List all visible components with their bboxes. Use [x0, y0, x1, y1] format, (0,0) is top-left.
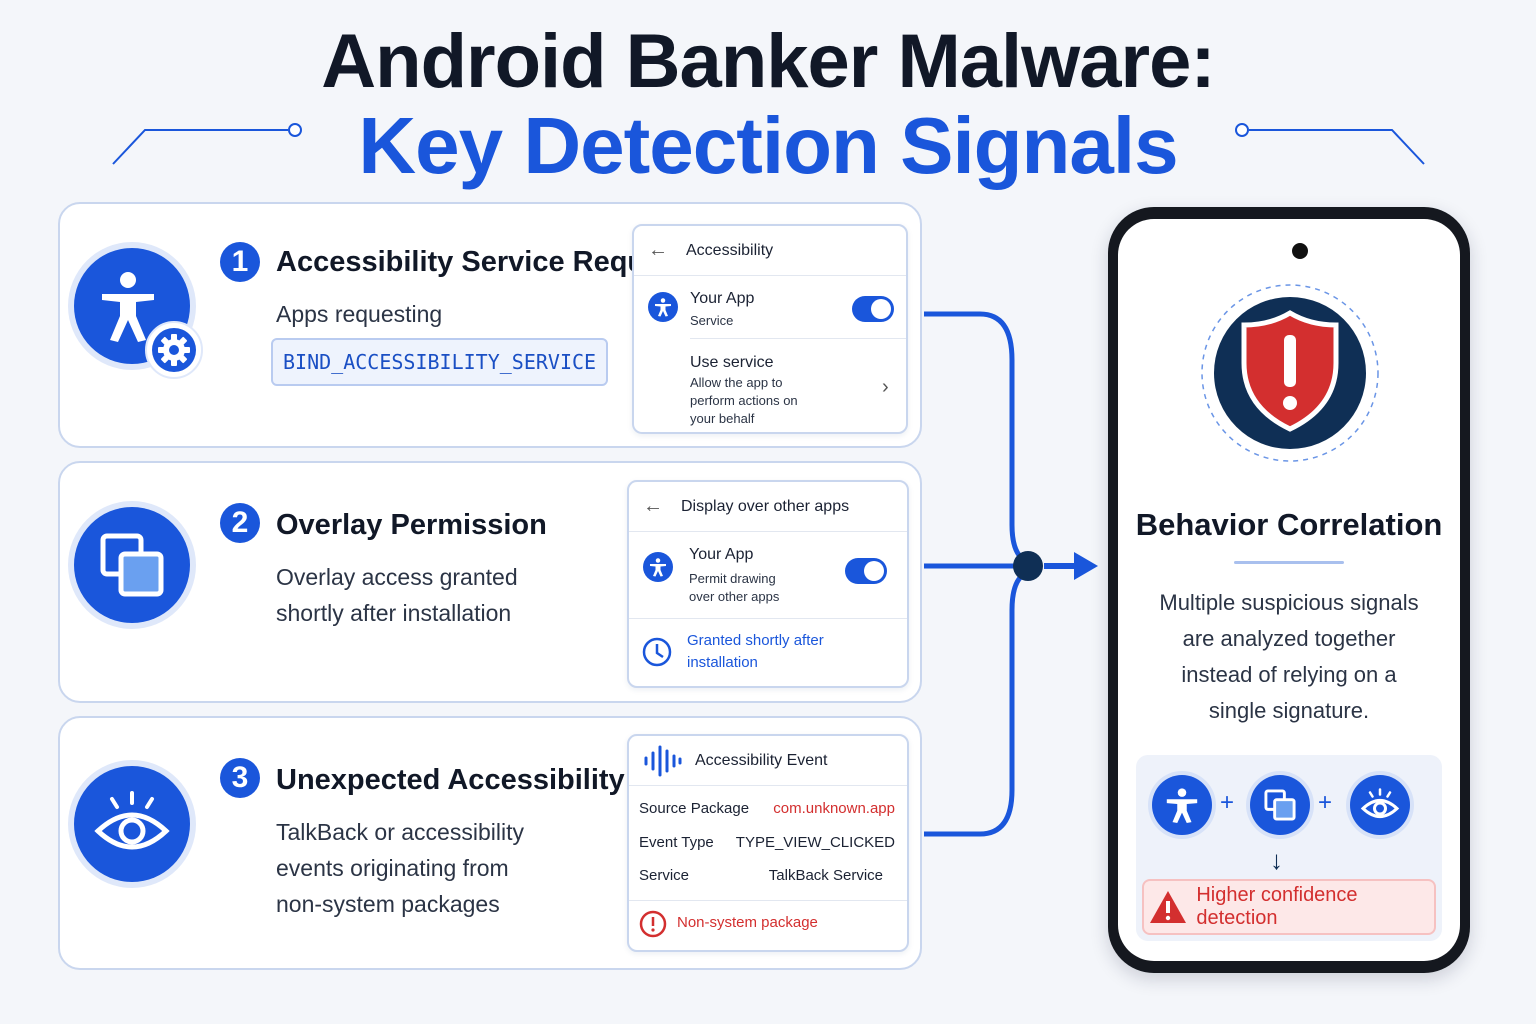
granted-note-line2: installation: [687, 654, 758, 671]
app-name-1: Your App: [690, 290, 755, 307]
warning-circle-icon: [639, 910, 667, 938]
signal-card-3: 3 Unexpected Accessibility Events TalkBa…: [58, 716, 922, 970]
accessibility-icon: [1152, 775, 1212, 835]
detection-result-text: Higher confidence detection: [1196, 884, 1358, 929]
plus-sign-2: +: [1318, 789, 1333, 816]
event-row-value-3: TalkBack Service: [768, 867, 883, 884]
use-service-title: Use service: [690, 354, 774, 371]
use-service-line1: Allow the app to: [690, 375, 783, 390]
title-decoration-right: [1235, 123, 1425, 165]
correlation-desc-line2: are analyzed together: [1182, 626, 1396, 651]
signal-number-1: 1: [220, 242, 260, 282]
accessibility-settings-panel: ← Accessibility Your App Service Use ser…: [632, 224, 908, 434]
phone-frame: Behavior Correlation Multiple suspicious…: [1108, 207, 1470, 973]
signal-desc-1: Apps requesting: [276, 301, 443, 327]
app-sub-2-line2: over other apps: [689, 589, 780, 604]
chevron-right-icon[interactable]: ›: [882, 376, 889, 398]
signal-desc-3-line1: TalkBack or accessibility: [276, 819, 524, 845]
connector-lines: [924, 311, 1098, 837]
event-row-value-1: com.unknown.app: [773, 800, 895, 817]
correlation-title: Behavior Correlation: [1135, 507, 1443, 542]
main-title-line1: Android Banker Malware:: [321, 19, 1215, 104]
app-sub-1: Service: [690, 313, 734, 328]
event-row-key-3: Service: [639, 867, 690, 884]
correlation-desc-line3: instead of relying on a: [1181, 662, 1397, 687]
title-decoration-left: [112, 123, 302, 165]
plus-sign-1: +: [1220, 789, 1235, 816]
eye-icon: [74, 766, 190, 882]
app-name-2: Your App: [689, 546, 754, 563]
correlation-description: Multiple suspicious signals are analyzed…: [1138, 585, 1440, 729]
clock-icon: [642, 637, 672, 667]
event-row-key-1: Source Package: [639, 800, 750, 817]
back-arrow-icon[interactable]: ←: [648, 239, 668, 261]
signal-desc-2-line2: shortly after installation: [276, 600, 512, 626]
use-service-line2: perform actions on: [690, 393, 798, 408]
waveform-icon: [644, 745, 682, 776]
down-arrow-icon: ↓: [1270, 845, 1283, 875]
non-system-warning: Non-system package: [677, 914, 818, 931]
event-row-key-2: Event Type: [639, 834, 714, 851]
app-accessibility-icon: [648, 292, 678, 322]
camera-dot: [1292, 243, 1308, 259]
signal-title-2: Overlay Permission: [276, 509, 547, 541]
main-title-line2: Key Detection Signals: [358, 101, 1178, 190]
signal-desc-3-line2: events originating from: [276, 855, 509, 881]
overlay-windows-icon: [74, 507, 190, 623]
app-accessibility-icon: [643, 552, 673, 582]
signal-number-2: 2: [220, 503, 260, 543]
signal-title-1: Accessibility Service Request: [276, 246, 688, 278]
overlay-icon: [1250, 775, 1310, 835]
warning-triangle-icon: [1150, 891, 1186, 923]
panel-header-1: Accessibility: [686, 241, 774, 259]
use-service-line3: your behalf: [690, 411, 755, 426]
app-sub-2-line1: Permit drawing: [689, 571, 776, 586]
correlation-desc-line1: Multiple suspicious signals: [1159, 590, 1419, 615]
title-underline: [1234, 561, 1344, 564]
signal-combination-box: + + ↓ Higher confidence detection: [1136, 755, 1442, 941]
phone-screen: Behavior Correlation Multiple suspicious…: [1118, 219, 1460, 961]
granted-note-line1: Granted shortly after: [687, 632, 824, 649]
back-arrow-icon[interactable]: ←: [643, 495, 663, 517]
permission-code-box: BIND_ACCESSIBILITY_SERVICE: [271, 338, 609, 386]
shield-alert-icon: [1201, 284, 1379, 462]
gear-icon: [145, 321, 203, 379]
accessibility-event-panel: Accessibility Event Source Package com.u…: [627, 734, 909, 952]
signal-desc-2-line1: Overlay access granted: [276, 564, 518, 590]
signal-desc-3-line3: non-system packages: [276, 891, 500, 917]
service-toggle[interactable]: [852, 296, 894, 322]
panel-header-2: Display over other apps: [681, 497, 850, 515]
detection-result-banner: Higher confidence detection: [1142, 879, 1436, 935]
overlay-toggle[interactable]: [845, 558, 887, 584]
correlation-desc-line4: single signature.: [1208, 698, 1370, 723]
signal-number-3: 3: [220, 758, 260, 798]
signal-card-2: 2 Overlay Permission Overlay access gran…: [58, 461, 922, 703]
panel-header-3: Accessibility Event: [695, 751, 828, 769]
signal-card-1: 1 Accessibility Service Request Apps req…: [58, 202, 922, 448]
overlay-settings-panel: ← Display over other apps Your App Permi…: [627, 480, 909, 688]
event-row-value-2: TYPE_VIEW_CLICKED: [735, 834, 895, 851]
eye-icon: [1350, 775, 1410, 835]
